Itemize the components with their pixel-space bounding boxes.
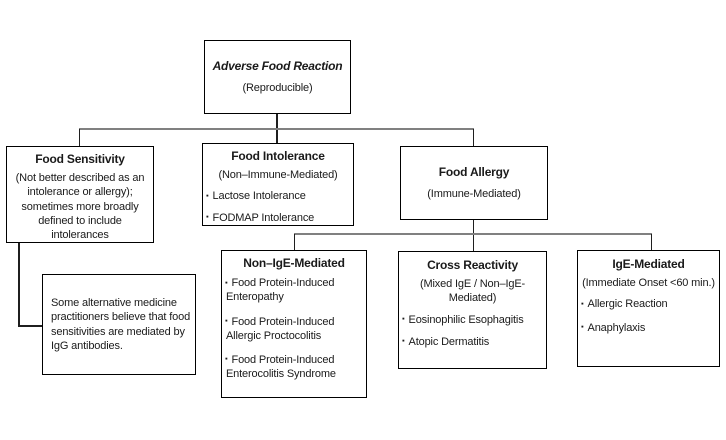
connector-rail1-to-food-allergy xyxy=(472,129,474,147)
connector-food-allergy-to-rail2 xyxy=(472,219,474,252)
list-item: ▪Food Protein-Induced Allergic Proctocol… xyxy=(225,315,363,343)
node-title: Adverse Food Reaction xyxy=(212,59,343,74)
node-title: Cross Reactivity xyxy=(427,258,518,272)
node-cross-reactivity: Cross Reactivity (Mixed IgE / Non–IgE-Me… xyxy=(398,251,547,369)
bullet-square-icon: ▪ xyxy=(225,354,228,364)
node-subtitle: (Non–Immune-Mediated) xyxy=(218,169,338,182)
bullet-square-icon: ▪ xyxy=(402,336,405,346)
bullet-square-icon: ▪ xyxy=(402,314,405,324)
node-adverse-food-reaction: Adverse Food Reaction (Reproducible) xyxy=(204,40,351,114)
list-item: ▪Allergic Reaction xyxy=(581,297,716,311)
bullet-square-icon: ▪ xyxy=(206,212,209,222)
list-item: ▪FODMAP Intolerance xyxy=(206,211,350,225)
list-item-label: Anaphylaxis xyxy=(587,321,646,334)
node-food-sensitivity: Food Sensitivity (Not better described a… xyxy=(6,146,154,243)
connector-rail2-to-ige xyxy=(650,234,652,251)
list-item: ▪Lactose Intolerance xyxy=(206,189,350,203)
list-item-label: Food Protein-Induced Allergic Proctocoli… xyxy=(226,315,335,342)
bullet-square-icon: ▪ xyxy=(581,298,584,308)
connector-food-sensitivity-down xyxy=(18,241,20,326)
node-title: IgE-Mediated xyxy=(612,257,685,271)
list-item-label: Allergic Reaction xyxy=(587,298,668,311)
node-food-intolerance: Food Intolerance (Non–Immune-Mediated) ▪… xyxy=(202,143,354,226)
list-item: ▪Anaphylaxis xyxy=(581,321,716,335)
node-body: (Not better described as an intolerance … xyxy=(15,172,145,241)
connector-level1-rail xyxy=(79,128,474,130)
list-item: ▪Eosinophilic Esophagitis xyxy=(402,313,543,327)
node-title: Food Intolerance xyxy=(231,149,325,163)
node-subtitle: (Immune-Mediated) xyxy=(427,187,521,200)
list-item-label: Atopic Dermatitis xyxy=(408,335,490,348)
list-item-label: FODMAP Intolerance xyxy=(212,211,315,224)
node-title: Food Allergy xyxy=(438,165,510,180)
note-text: Some alternative medicine practitioners … xyxy=(51,297,191,352)
bullet-square-icon: ▪ xyxy=(225,277,228,287)
list-item: ▪Food Protein-Induced Enteropathy xyxy=(225,276,363,304)
bullet-square-icon: ▪ xyxy=(225,316,228,326)
node-food-allergy: Food Allergy (Immune-Mediated) xyxy=(400,146,548,220)
list-item: ▪Atopic Dermatitis xyxy=(402,335,543,349)
bullet-square-icon: ▪ xyxy=(581,322,584,332)
list-item-label: Food Protein-Induced Enterocolitis Syndr… xyxy=(226,353,336,380)
node-non-ige-mediated: Non–IgE-Mediated ▪Food Protein-Induced E… xyxy=(221,250,367,398)
list-item: ▪Food Protein-Induced Enterocolitis Synd… xyxy=(225,353,363,381)
node-title: Non–IgE-Mediated xyxy=(243,256,345,270)
node-subtitle: (Immediate Onset <60 min.) xyxy=(582,277,715,290)
node-subtitle: (Reproducible) xyxy=(242,81,313,94)
list-item-label: Eosinophilic Esophagitis xyxy=(408,313,524,326)
connector-level2-rail xyxy=(294,233,652,235)
node-note-igg-antibodies: Some alternative medicine practitioners … xyxy=(42,274,196,375)
connector-to-note-box xyxy=(18,325,43,327)
node-ige-mediated: IgE-Mediated (Immediate Onset <60 min.) … xyxy=(577,250,720,367)
list-item-label: Lactose Intolerance xyxy=(212,190,306,203)
list-item-label: Food Protein-Induced Enteropathy xyxy=(226,277,335,304)
bullet-square-icon: ▪ xyxy=(206,190,209,200)
connector-rail2-to-non-ige xyxy=(293,234,295,251)
connector-rail1-to-food-sensitivity xyxy=(78,129,80,147)
node-title: Food Sensitivity xyxy=(35,152,125,166)
node-subtitle: (Mixed IgE / Non–IgE-Mediated) xyxy=(419,278,526,305)
